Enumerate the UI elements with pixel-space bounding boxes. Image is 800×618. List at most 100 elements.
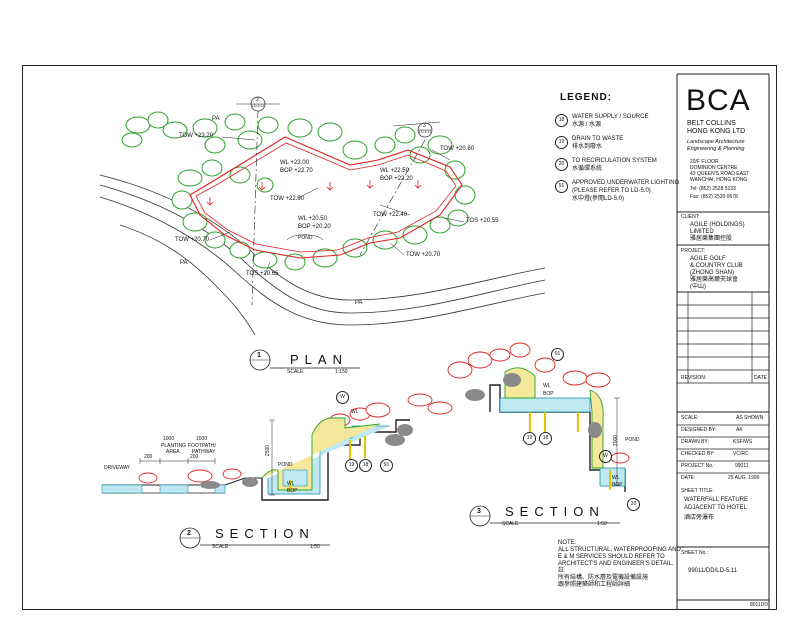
plan-section-3-tag: 3 [423,123,426,129]
plan-label-tow-22-40: TOW +22.40 [373,212,408,218]
note-line-2: E & M SERVICES SHOULD REFER TO [558,554,665,560]
plan-label-tow-23-20: TOW +23.20 [179,133,214,139]
plan-label-pa-top: PA [212,116,220,122]
pipes-yellow-3 [529,412,611,490]
dimension-lines-2 [139,419,275,496]
section3-symbol-19: 19 [523,432,536,445]
firm-address-4: WANCHAI, HONG KONG [690,177,748,183]
firm-name-1: BELT COLLINS [687,120,736,127]
section2-title: SECTION [215,526,315,541]
info-drawn-value: KSF/WS [733,439,753,445]
file-reference: 8011DD [750,602,768,608]
legend-text-19: DRAIN TO WASTE [572,136,624,142]
legend-text-20: TO RECIRCULATION SYSTEM [572,158,657,164]
legend-zh-91: 水中燈(參閱LD-5.0) [572,196,625,202]
legend-zh-18: 水源 / 水源 [572,122,602,128]
section3-scale-label: SCALE [502,521,519,527]
info-scale-key: SCALE: [681,415,699,421]
section3-label-wl-lower: WL [612,475,620,481]
drawing-sheet-border [22,65,777,610]
firm-name-2: HONG KONG LTD [687,128,746,135]
plan-label-bop-20-20: BOP +20.20 [298,224,331,230]
section2-label-wl: WL [287,481,295,487]
legend-text-18: WATER SUPPLY / SOURCE [572,114,649,120]
section2-dim-1500: 1500 [196,436,208,442]
firm-logo: BCA [686,84,751,117]
sheet-no-value: 99011/DD/LD-5.11 [688,568,738,574]
section2-symbol-18: 18 [359,459,372,472]
firm-address-1: 20/F FLOOR [690,159,719,165]
pond-structure-2 [200,417,413,501]
note-title: NOTE: [558,540,577,546]
info-project-no-key: PROJECT No.: [681,463,715,469]
leader-lines [209,136,465,276]
plan-label-wl-22-50: WL +22.50 [380,168,409,174]
water-edge-outer [189,136,463,259]
legend-symbol-20: 20 [555,158,568,171]
client-name-1: AGILE (HOLDINGS) [690,222,745,228]
plan-label-pa-bottom: PA [355,300,363,306]
section2-label-area: AREA [166,449,180,455]
planting-red-3 [447,342,630,464]
plan-label-tos-20-55: TOS +20.55 [466,218,499,224]
section3-label-wl: WL [543,383,551,389]
info-project-no-value: 99011 [735,463,749,469]
legend-text-91: APPROVED UNDERWATER LIGHTING [572,180,680,186]
info-drawn-key: DRAWN BY: [681,439,709,445]
project-name-1: AGILE GOLF [690,256,726,262]
planting-red-2 [138,393,453,484]
section2-label-footpath: FOOTPATH/ [188,443,216,449]
plan-label-wl-20-50: WL +20.50 [298,216,327,222]
info-checked-key: CHECKED BY: [681,451,715,457]
section3-title: SECTION [505,504,605,519]
legend-symbol-18: 18 [555,114,568,127]
pipes-yellow-2 [289,436,366,492]
project-name-zh2: (中山) [690,284,706,290]
section3-label-bop-lower: BOP [612,482,623,488]
plan-label-tos-20-65: TOS +20.65 [246,271,279,277]
section3-symbol-18: 18 [539,432,552,445]
sheet-title-zh: 酒店旁瀑布 [684,515,715,521]
section3-label-bop: BOP [543,391,554,397]
firm-sub-1: Landscape Architecture [687,139,745,145]
plan-view [99,96,546,371]
section2-dim-200-b: 200 [190,454,199,460]
project-label: PROJECT: [681,248,706,254]
plan-section-2-tag: 2 [256,97,259,103]
revision-label: REVISION: [681,375,707,381]
plan-scale-value: 1:150 [335,369,348,375]
section2-symbol-91: 91 [380,459,393,472]
plan-scale-label: SCALE [287,369,304,375]
project-name-3: (ZHONG SHAN) [690,270,734,276]
client-label: CLIENT: [681,214,700,220]
client-name-2: LIMITED [690,229,714,235]
info-date-key: DATE: [681,475,696,481]
plan-label-wl-23-00: WL +23.00 [280,160,309,166]
firm-tel: Tel: (852) 2528 5133 [690,186,736,192]
plan-label-pond: POND [298,235,313,241]
plan-label-pa-left: PA [180,260,188,266]
sheet-no-label: SHEET No.: [681,550,709,556]
section2-symbol-w: W [336,391,349,404]
info-designed-value: AK [736,427,743,433]
revision-grid [677,292,769,384]
general-note: NOTE: ALL STRUCTURAL, WATERPROOFING AND … [558,540,681,589]
section-3-view [447,342,630,527]
legend-zh-19: 排水到廢水 [572,144,603,150]
section3-title-number: 3 [477,508,481,515]
section2-dim-2500: 2500 [265,444,272,457]
section2-label-bop: BOP [287,488,298,494]
section3-scale-value: 1:50 [597,521,607,527]
dimension-lines-3 [614,397,620,486]
plan-title-number: 1 [257,352,261,359]
legend-symbol-91: 91 [555,180,568,193]
project-name-zh1: 雅居樂高爾夫球會 [690,277,739,283]
section2-label-driveway: DRIVEWAY [104,465,131,471]
section2-symbol-19: 19 [345,459,358,472]
section2-scale-value: 1:50 [310,544,320,550]
sheet-title-line-1: WATERFALL FEATURE [684,497,749,503]
legend-title: LEGEND: [560,92,612,103]
note-zh-label: 註: [558,568,566,574]
plan-label-tow-22-90: TOW +22.90 [270,196,305,202]
